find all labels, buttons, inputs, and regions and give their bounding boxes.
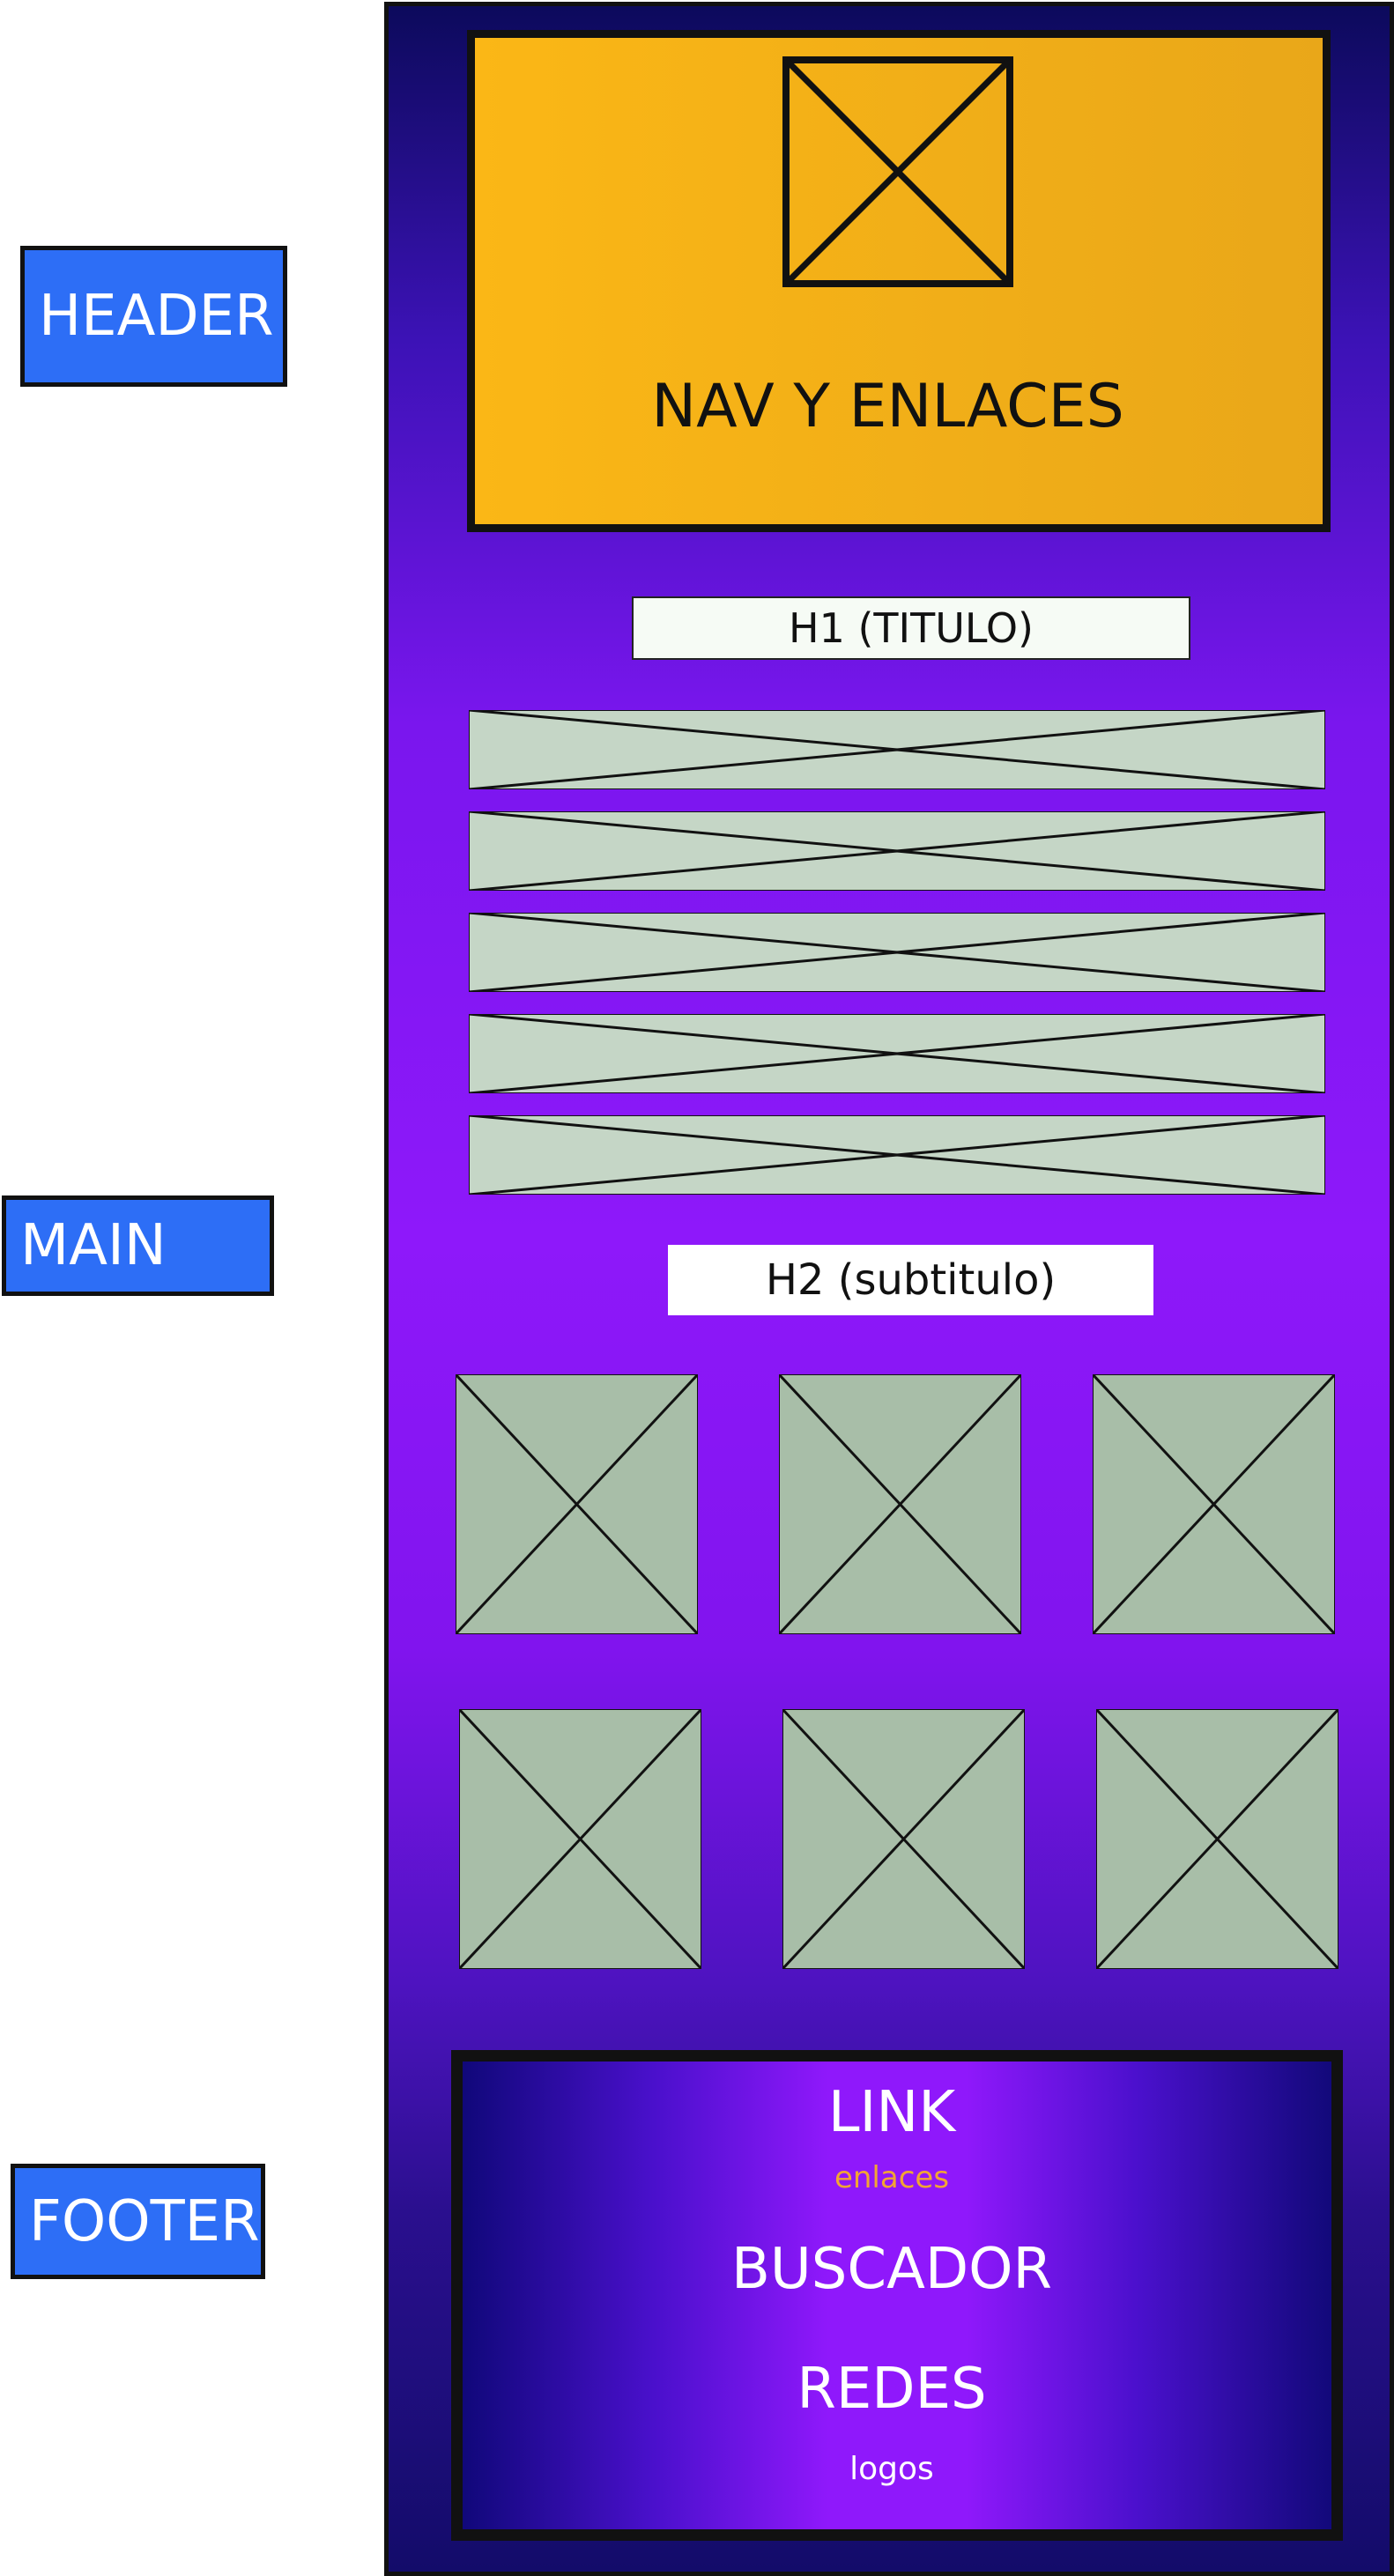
footer-section-label: FOOTER: [11, 2164, 265, 2279]
banner-image-placeholder: [469, 811, 1325, 891]
gallery-image-placeholder: [459, 1709, 701, 1969]
banner-image-placeholder: [469, 1014, 1325, 1093]
h2-subtitle-box: H2 (subtitulo): [668, 1245, 1153, 1315]
gallery-image-placeholder: [1096, 1709, 1338, 1969]
footer-social-label: REDES: [797, 2357, 987, 2422]
footer-block: [451, 2050, 1343, 2541]
main-section-label: MAIN: [2, 1195, 274, 1296]
footer-logos-caption: logos: [849, 2451, 934, 2487]
gallery-image-placeholder: [779, 1374, 1021, 1634]
logo-image-placeholder-icon: [782, 56, 1013, 287]
h1-title-box: H1 (TITULO): [632, 596, 1190, 660]
footer-search-label: BUSCADOR: [731, 2237, 1052, 2302]
gallery-image-placeholder: [1093, 1374, 1335, 1634]
gallery-image-placeholder: [782, 1709, 1025, 1969]
banner-image-placeholder: [469, 710, 1325, 789]
gallery-image-placeholder: [456, 1374, 698, 1634]
header-section-label: HEADER: [20, 246, 287, 387]
banner-image-placeholder: [469, 1115, 1325, 1195]
banner-image-placeholder: [469, 913, 1325, 992]
footer-enlaces-caption: enlaces: [834, 2160, 950, 2195]
footer-link-label: LINK: [827, 2080, 956, 2145]
nav-links-label: NAV Y ENLACES: [651, 372, 1124, 441]
